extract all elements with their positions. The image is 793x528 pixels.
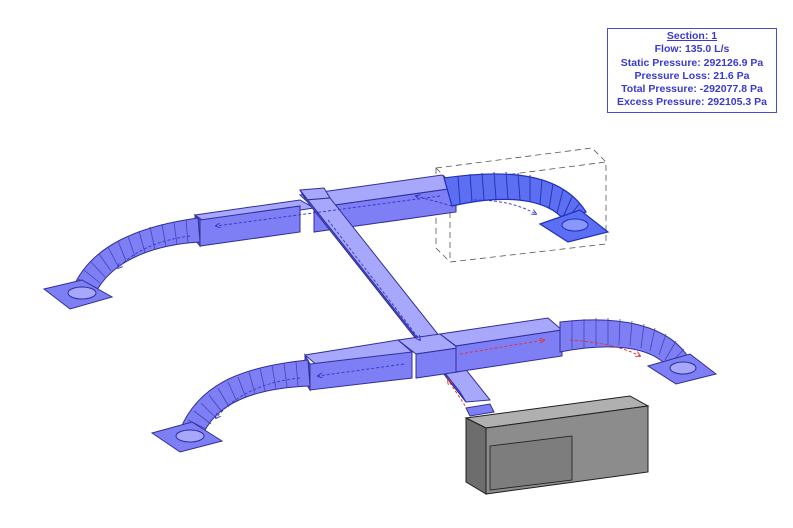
- lower-tee-fitting[interactable]: [396, 333, 460, 379]
- static-pressure-value: Static Pressure: 292126.9 Pa: [620, 56, 764, 69]
- upper-left-flex-duct[interactable]: [71, 217, 201, 293]
- selected-flex-duct[interactable]: [443, 171, 587, 223]
- flow-arrows-blue: [118, 196, 536, 418]
- lower-right-diffuser[interactable]: [646, 353, 718, 385]
- pressure-loss-value: Pressure Loss: 21.6 Pa: [634, 69, 750, 82]
- lower-left-branch-duct[interactable]: [303, 339, 414, 392]
- upper-left-branch-duct[interactable]: [193, 199, 316, 248]
- lower-left-diffuser[interactable]: [150, 421, 224, 453]
- upper-left-diffuser[interactable]: [42, 279, 114, 310]
- flow-value: Flow: 135.0 L/s: [654, 43, 730, 56]
- lower-left-flex-duct[interactable]: [179, 359, 311, 433]
- section-title[interactable]: Section: 1: [666, 30, 718, 42]
- total-pressure-value: Total Pressure: -292077.8 Pa: [621, 83, 763, 96]
- section-info-panel: Section: 1 Flow: 135.0 L/s Static Pressu…: [607, 28, 777, 113]
- excess-pressure-value: Excess Pressure: 292105.3 Pa: [616, 96, 768, 109]
- air-handling-unit[interactable]: [464, 395, 650, 495]
- lower-right-branch-duct[interactable]: [438, 317, 564, 373]
- upper-right-diffuser[interactable]: [538, 209, 610, 243]
- flow-arrows-red: [448, 340, 640, 411]
